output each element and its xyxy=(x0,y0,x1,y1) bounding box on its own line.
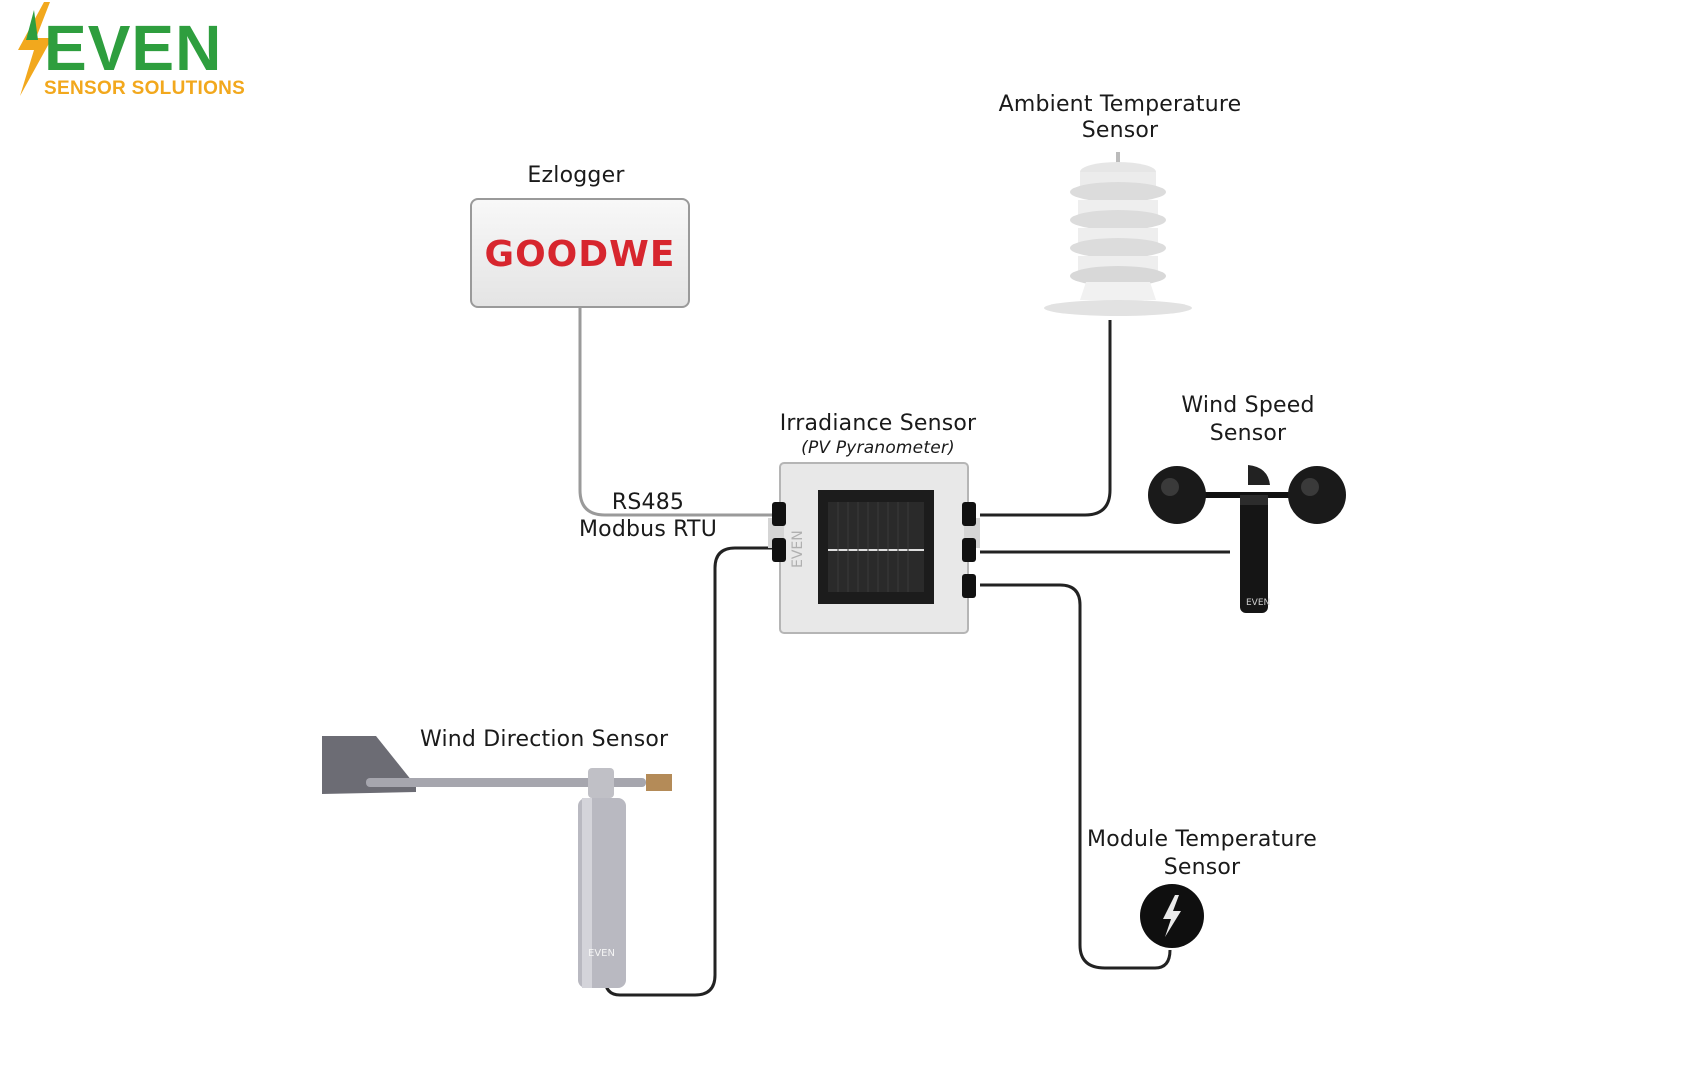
wind-direction-brand: EVEN xyxy=(588,948,615,959)
lightning-bolt-icon xyxy=(1163,895,1181,937)
wind-speed-brand: EVEN xyxy=(1246,598,1270,608)
logo-wordmark: EVEN xyxy=(44,12,223,84)
irradiance-label: Irradiance Sensor xyxy=(779,411,977,436)
wind-speed-label-line1: Wind Speed xyxy=(1181,393,1315,418)
ambient-label-line1: Ambient Temperature xyxy=(998,92,1242,117)
goodwe-logo: GOODWE xyxy=(484,234,676,275)
cable-ambient xyxy=(980,320,1112,517)
module-temp-label-line2: Sensor xyxy=(1163,855,1241,880)
cable-wind-direction xyxy=(603,546,775,997)
ambient-label-line2: Sensor xyxy=(1081,118,1159,143)
irradiance-sublabel: (PV Pyranometer) xyxy=(801,438,955,458)
ambient-temperature-sensor xyxy=(1044,152,1192,316)
lightning-bolt-icon xyxy=(18,2,52,96)
module-temperature-sensor xyxy=(1140,884,1204,948)
wind-speed-anemometer: EVEN xyxy=(1148,465,1346,613)
irradiance-brand: EVEN xyxy=(790,530,806,568)
protocol-label-line2: Modbus RTU xyxy=(579,517,717,542)
cable-module-temp xyxy=(980,583,1172,970)
cable-ezlogger xyxy=(578,308,775,517)
wind-direction-vane: EVEN xyxy=(322,736,672,988)
ezlogger-label: Ezlogger xyxy=(527,163,625,188)
logo-tagline: SENSOR SOLUTIONS xyxy=(44,78,246,99)
ezlogger-device: GOODWE xyxy=(470,198,690,308)
module-temp-label-line1: Module Temperature xyxy=(1087,827,1317,852)
wind-speed-label-line2: Sensor xyxy=(1209,421,1287,446)
protocol-label-line1: RS485 xyxy=(611,490,685,515)
wind-direction-label: Wind Direction Sensor xyxy=(420,727,669,752)
irradiance-sensor: EVEN xyxy=(768,462,980,634)
